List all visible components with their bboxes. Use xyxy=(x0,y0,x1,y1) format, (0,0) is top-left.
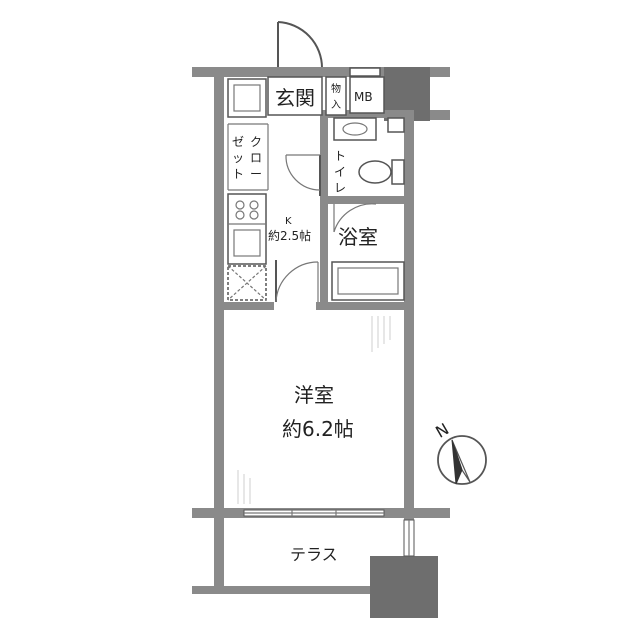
western-room-label: 洋室 xyxy=(294,383,334,407)
monoire-label-2: 入 xyxy=(331,100,341,111)
toilet-label-3: レ xyxy=(334,181,346,195)
bath-label: 浴室 xyxy=(338,225,378,249)
inner-walls xyxy=(224,110,414,310)
compass-north-label: N xyxy=(432,419,452,441)
toilet-door xyxy=(285,154,321,196)
sink-fixture xyxy=(227,78,267,118)
kitchen-size: 約2.5帖 xyxy=(268,228,311,243)
terrace-label: テラス xyxy=(290,545,338,564)
closet-label-c1-1: ク xyxy=(250,135,262,149)
kitchen-counter xyxy=(227,193,267,301)
room-labels: 玄関 物 入 MB ク ロ ー ゼ ッ ト ト イ レ K 約2.5帖 浴室 洋… xyxy=(232,82,378,564)
terrace-area xyxy=(192,518,438,618)
room-shading xyxy=(237,316,391,504)
toilet-label-1: ト xyxy=(334,149,346,163)
closet-label-c2-1: ゼ xyxy=(232,135,244,149)
closet-label-c2-3: ト xyxy=(232,167,244,181)
closet-label-c1-3: ー xyxy=(250,167,262,181)
genkan-area xyxy=(267,67,385,116)
monoire-label-1: 物 xyxy=(331,82,341,95)
room-door xyxy=(275,260,319,303)
toilet-label-2: イ xyxy=(334,165,346,179)
bathtub xyxy=(331,203,405,301)
entrance-door xyxy=(277,21,324,70)
compass: N xyxy=(432,419,487,485)
closet-label-c1-2: ロ xyxy=(250,151,262,165)
western-room-size: 約6.2帖 xyxy=(282,417,354,441)
mb-label: MB xyxy=(354,90,373,104)
genkan-label: 玄関 xyxy=(275,86,315,110)
terrace-window xyxy=(243,509,385,517)
closet-label-c2-2: ッ xyxy=(232,151,244,165)
washbasin xyxy=(333,117,405,141)
closet xyxy=(227,123,269,191)
toilet-fixture xyxy=(358,159,405,185)
kitchen-letter: K xyxy=(285,216,292,227)
